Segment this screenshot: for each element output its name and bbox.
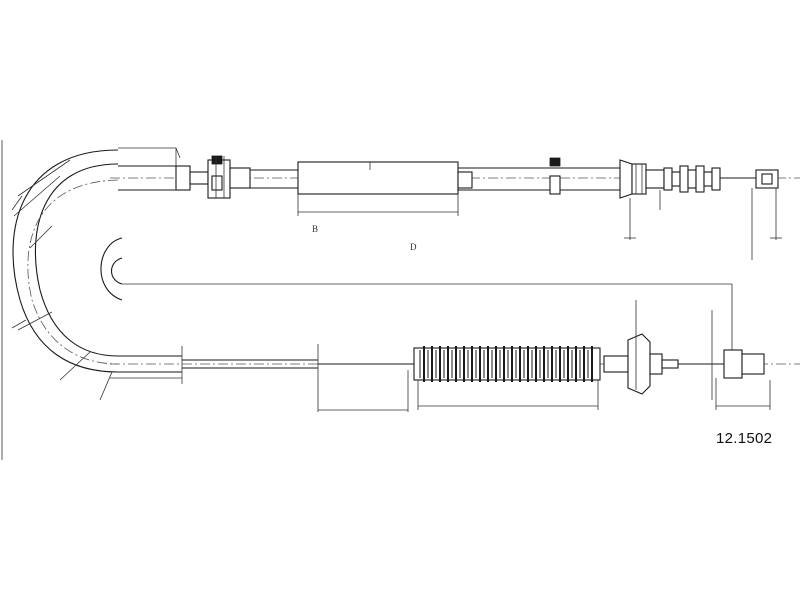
u-bend-conduit: [11, 149, 123, 401]
dimension-label-d: D: [410, 242, 417, 252]
part-number-label: 12.1502: [716, 430, 773, 447]
upper-sleeve: [297, 161, 459, 195]
lower-cable-run: [110, 283, 800, 412]
upper-cable-run: [110, 147, 800, 260]
dimension-label-b: B: [312, 224, 318, 234]
